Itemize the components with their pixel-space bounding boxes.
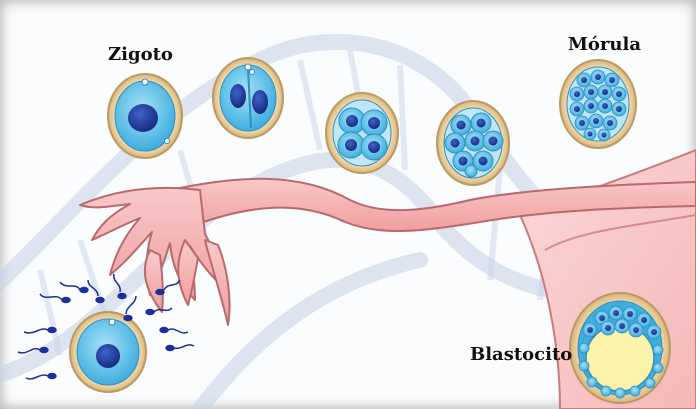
eight-cell-stage xyxy=(437,101,509,185)
morula-stage xyxy=(560,60,636,148)
zygote-label: Zigoto xyxy=(108,44,173,65)
fertilized-egg xyxy=(70,312,146,392)
two-cell-stage xyxy=(213,58,283,138)
blastocyst-label: Blastocito xyxy=(470,344,572,365)
four-cell-stage xyxy=(326,93,398,173)
blastocyst xyxy=(570,293,670,403)
morula-label: Mórula xyxy=(568,34,641,55)
zygote-cell xyxy=(108,74,182,158)
